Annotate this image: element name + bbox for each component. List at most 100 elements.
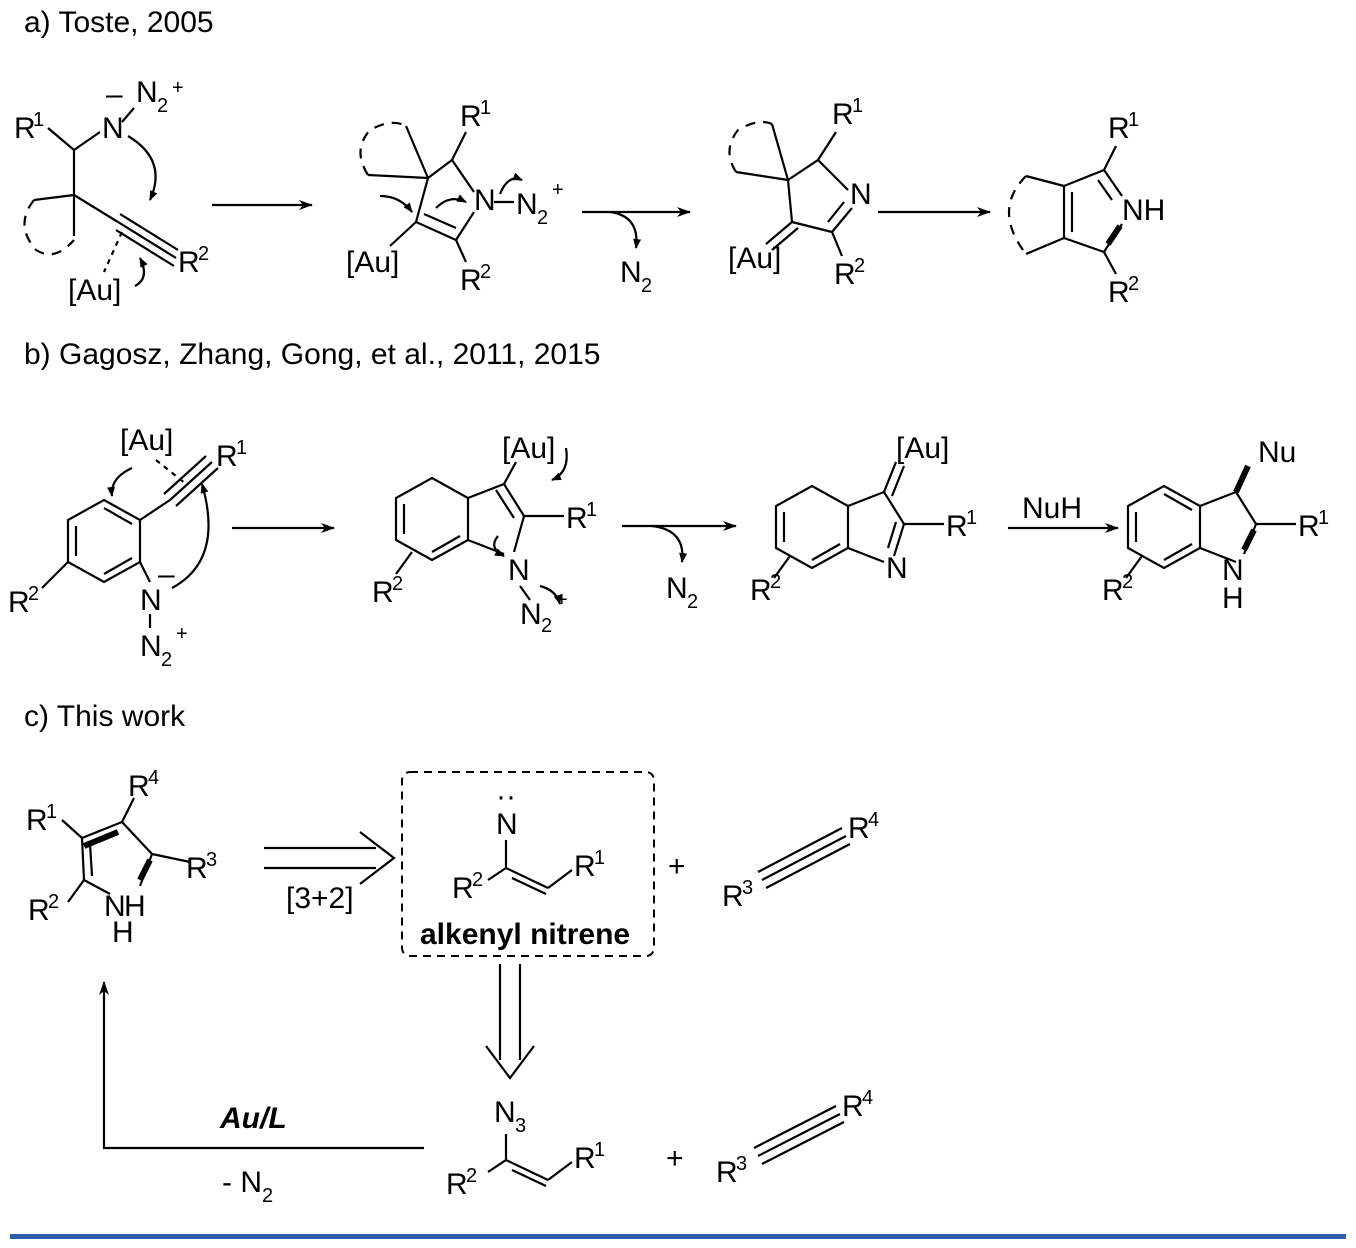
svg-text:R: R [372,576,394,609]
heading-c: c) This work [24,700,186,733]
svg-text:1: 1 [594,1139,605,1161]
nitrene-box: ·· N R1 R2 alkenyl nitrene [401,771,655,957]
svg-text:3: 3 [742,877,753,899]
svg-text:N: N [1222,554,1244,587]
svg-text:2: 2 [392,573,403,595]
svg-text:2: 2 [157,95,168,117]
svg-text:R: R [128,770,150,803]
plus-c1: + [668,850,686,883]
svg-text:R: R [460,100,482,133]
svg-text:N: N [520,598,542,631]
svg-text:N: N [140,584,162,617]
svg-text:–: – [106,78,123,111]
svg-text:R: R [186,852,208,885]
plus-c2: + [666,1142,684,1175]
svg-text:1: 1 [594,847,605,869]
molecule-a3: [Au] R1 N R2 [728,95,872,291]
svg-text:R: R [832,98,854,131]
n2-loss-a [609,210,642,249]
nitrene-label: alkenyl nitrene [420,918,630,951]
svg-text:[Au]: [Au] [728,242,781,275]
bottom-rule [10,1234,1346,1239]
svg-text:R: R [28,894,50,927]
heading-b: b) Gagosz, Zhang, Gong, et al., 2011, 20… [24,338,601,371]
n2-loss-b [651,524,688,563]
svg-text:R: R [1108,112,1130,145]
svg-text:R: R [946,510,968,543]
svg-text:R: R [842,1090,864,1123]
svg-text:[Au]: [Au] [68,274,121,307]
svg-text:R: R [566,502,588,535]
svg-text:N: N [104,890,126,923]
svg-text:4: 4 [868,809,879,831]
molecule-a4: R1 NH R2 [1007,109,1165,309]
svg-text:N: N [850,178,872,211]
svg-text:H: H [112,916,134,949]
svg-text:R: R [1298,510,1320,543]
alkyne-bottom: R4 R3 [716,1087,873,1189]
svg-text:1: 1 [46,801,57,823]
svg-text:3: 3 [736,1153,747,1175]
svg-text:+: + [552,179,564,201]
svg-text:2: 2 [472,869,483,891]
svg-text:R: R [452,872,474,905]
svg-text:1: 1 [586,499,597,521]
svg-text:R: R [178,246,200,279]
svg-text:R: R [216,440,238,473]
retro-arrow-horizontal: [3+2] [264,831,396,915]
svg-text:1: 1 [33,109,44,131]
svg-text:R: R [574,1142,596,1175]
svg-text:N: N [140,630,162,663]
svg-text:R: R [1108,276,1130,309]
svg-text:N: N [508,554,530,587]
svg-text:1: 1 [966,507,977,529]
svg-text:NH: NH [1122,194,1165,227]
svg-text:[Au]: [Au] [120,424,173,457]
svg-text:2: 2 [161,649,172,671]
svg-text:1: 1 [480,97,491,119]
svg-text:2: 2 [1128,273,1139,295]
svg-text:H: H [124,890,146,923]
svg-text:R: R [14,112,36,145]
svg-text:R: R [460,264,482,297]
svg-text:[Au]: [Au] [896,432,949,465]
svg-text:R: R [446,1168,468,1201]
svg-text:R: R [1102,574,1124,607]
svg-text:[Au]: [Au] [346,246,399,279]
svg-text:N: N [516,188,538,221]
svg-text:1: 1 [236,437,247,459]
molecule-c-pyrrole: R4 R1 R3 R2 NH H [26,767,217,949]
svg-text:N: N [666,572,688,605]
svg-text:[Au]: [Au] [502,432,555,465]
svg-text:··: ·· [496,780,516,813]
svg-text:R: R [722,880,744,913]
svg-text:1: 1 [852,95,863,117]
svg-text:N: N [620,256,642,289]
svg-text:N: N [496,808,518,841]
svg-text:1: 1 [1318,507,1329,529]
svg-text:[3+2]: [3+2] [286,882,354,915]
molecule-b3: [Au] R1 N R2 [750,432,977,607]
svg-text:2: 2 [480,261,491,283]
svg-text:2: 2 [770,571,781,593]
svg-text:2: 2 [198,243,209,265]
svg-text:2: 2 [854,255,865,277]
svg-text:Nu: Nu [1258,436,1296,469]
svg-text:2: 2 [1122,571,1133,593]
svg-text:2: 2 [541,615,552,637]
svg-text:R: R [750,574,772,607]
svg-text:N: N [474,184,496,217]
svg-text:2: 2 [537,207,548,229]
svg-text:3: 3 [515,1115,526,1137]
svg-text:R: R [574,850,596,883]
svg-text:N: N [102,112,124,145]
svg-text:+: + [556,589,568,611]
svg-text:3: 3 [206,849,217,871]
retro-arrow-vertical [485,964,535,1080]
